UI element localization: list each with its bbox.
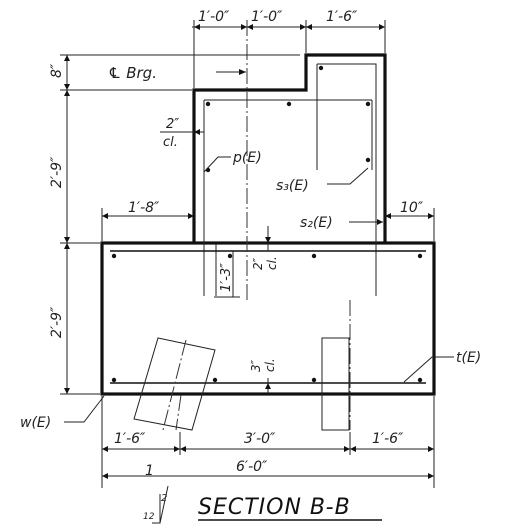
upper-cl-num: 2″ xyxy=(166,117,179,132)
bar-dot xyxy=(286,101,292,107)
cl-brg-label: ℄ Brg. xyxy=(108,64,157,82)
clearance-notes: 2″ cl. 2″ cl. 3″ cl. 1′-3″ xyxy=(160,117,279,394)
batter-slope-line xyxy=(159,485,169,524)
top-dim-2: 1′-0″ xyxy=(251,9,283,25)
title-text: SECTION B-B xyxy=(198,495,351,520)
s2-bar-label: s₂(E) xyxy=(300,215,333,231)
bar-dot xyxy=(111,253,117,259)
arrow xyxy=(428,446,434,452)
arrow xyxy=(188,213,194,219)
arrow xyxy=(428,473,434,479)
mid-cl-unit: cl. xyxy=(265,256,279,270)
arrow xyxy=(194,24,200,30)
overall-dim-label: 6′-0″ xyxy=(236,459,268,475)
arrow xyxy=(344,446,350,452)
w-bar-label: w(E) xyxy=(20,415,51,431)
arrow xyxy=(428,213,434,219)
bar-dot xyxy=(227,253,233,259)
arrow xyxy=(102,446,108,452)
bar-dot xyxy=(417,253,423,259)
batter-symbol: 1 2 12 xyxy=(143,463,169,524)
t-bar-label: t(E) xyxy=(456,350,481,366)
s3-bar-upper xyxy=(317,63,377,296)
battered-pile xyxy=(133,337,216,431)
t-bar-leader xyxy=(403,356,454,383)
bar-dot xyxy=(365,157,371,163)
bar-dot xyxy=(111,377,117,383)
pile-centerline-ext xyxy=(175,394,182,431)
low-cl-unit: cl. xyxy=(263,358,277,372)
bottom-dim-left: 1′-6″ xyxy=(114,431,146,447)
bar-callouts: p(E) s₃(E) s₂(E) t(E) w(E) xyxy=(20,150,481,431)
batter-run-side: 12 xyxy=(143,512,155,522)
bar-dot xyxy=(212,377,218,383)
low-cl-num: 3″ xyxy=(249,359,263,372)
bar-dot xyxy=(417,377,423,383)
arrow xyxy=(377,219,383,225)
arrow xyxy=(265,237,271,243)
left-dim-upper: 2′-9″ xyxy=(49,156,65,188)
mid-cl-num: 2″ xyxy=(251,257,265,270)
stem-reinforcement xyxy=(203,65,373,296)
arrow xyxy=(350,446,356,452)
arrow xyxy=(300,24,306,30)
arrow xyxy=(385,213,391,219)
left-dimensions: 8″ 2′-9″ 2′-9″ xyxy=(49,54,300,395)
p-bar-leader xyxy=(203,156,231,173)
seat-right-label: 10″ xyxy=(400,200,424,216)
arrow xyxy=(174,446,180,452)
arrow xyxy=(180,446,186,452)
arrow xyxy=(102,213,108,219)
stem-outline xyxy=(192,53,387,243)
arrow xyxy=(306,24,312,30)
s3-bar-label: s₃(E) xyxy=(276,178,309,194)
arrow xyxy=(64,388,70,394)
arrow xyxy=(247,24,253,30)
top-dim-3: 1′-6″ xyxy=(326,9,358,25)
p-bar-label: p(E) xyxy=(232,150,262,166)
seat-left-label: 1′-8″ xyxy=(128,200,160,216)
batter-rise: 1 xyxy=(145,463,154,479)
cl-brg-arrow xyxy=(239,69,246,75)
vertical-pile-left xyxy=(321,337,350,431)
low-clearance: 3″ cl. xyxy=(249,358,277,372)
mid-clearance: 2″ cl. xyxy=(251,256,279,270)
arrow xyxy=(64,84,70,90)
upper-cl-unit: cl. xyxy=(163,135,178,150)
seat-dimensions: 1′-8″ 10″ xyxy=(101,200,435,241)
batter-run-top: 2 xyxy=(161,493,167,504)
arrow xyxy=(64,243,70,249)
concrete-outline xyxy=(100,53,436,396)
top-dim-1: 1′-0″ xyxy=(198,9,230,25)
pile-centerline-left xyxy=(162,339,187,431)
bottom-dimensions: 1′-6″ 3′-0″ 1′-6″ 6′-0″ xyxy=(101,396,435,488)
arrow xyxy=(379,24,385,30)
arrow xyxy=(64,90,70,96)
bar-dot xyxy=(311,377,317,383)
bar-dot xyxy=(311,253,317,259)
left-dim-8in: 8″ xyxy=(49,63,65,78)
arrow xyxy=(102,473,108,479)
arrow xyxy=(241,24,247,30)
vertical-pile-box xyxy=(322,337,350,430)
w-bar-leader xyxy=(64,395,105,423)
bottom-dim-mid: 3′-0″ xyxy=(244,431,276,447)
bar-dot xyxy=(365,101,371,107)
left-dim-lower: 2′-9″ xyxy=(49,306,65,338)
bottom-dim-right: 1′-6″ xyxy=(372,431,404,447)
bar-dot xyxy=(318,65,324,71)
bar-dot xyxy=(205,101,211,107)
section-title: SECTION B-B xyxy=(198,495,382,521)
top-dimensions: 1′-0″ 1′-0″ 1′-6″ xyxy=(192,9,386,88)
inner-depth-label: 1′-3″ xyxy=(219,263,234,292)
arrow xyxy=(265,383,271,389)
arrow xyxy=(64,237,70,243)
bearing-centerline: ℄ Brg. xyxy=(108,20,248,300)
piles xyxy=(133,300,351,431)
arrow xyxy=(194,129,200,135)
s3-bar-leader xyxy=(327,167,369,185)
arrow xyxy=(64,55,70,61)
